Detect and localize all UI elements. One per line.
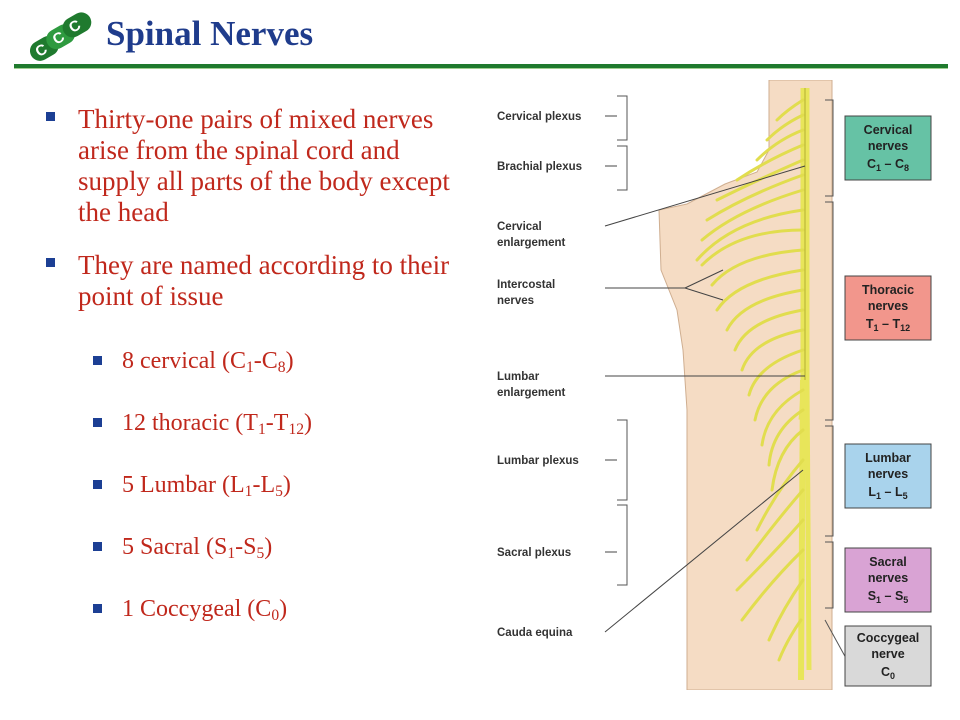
bullet-square-icon xyxy=(93,480,102,489)
svg-text:Cervical: Cervical xyxy=(864,123,913,137)
svg-text:nerves: nerves xyxy=(868,467,908,481)
label-lumbar-enlargement-2: enlargement xyxy=(497,387,566,399)
bullet-item: They are named according to their point … xyxy=(44,250,474,312)
bullet-item: Thirty-one pairs of mixed nerves arise f… xyxy=(44,104,474,228)
svg-text:L1 – L5: L1 – L5 xyxy=(868,485,907,501)
bullet-text: They are named according to their point … xyxy=(78,250,450,311)
label-cervical-enlargement-2: enlargement xyxy=(497,237,566,249)
svg-text:Thoracic: Thoracic xyxy=(862,283,914,297)
svg-text:S1 – S5: S1 – S5 xyxy=(868,589,909,605)
label-cauda-equina: Cauda equina xyxy=(497,627,573,639)
svg-text:nerves: nerves xyxy=(868,139,908,153)
svg-text:T1 – T12: T1 – T12 xyxy=(866,317,910,333)
box-cervical-nerves: Cervical nerves C1 – C8 xyxy=(844,115,932,181)
sub-bullet-label: 5 Sacral xyxy=(122,534,200,560)
svg-text:nerves: nerves xyxy=(868,299,908,313)
sub-bullet-item: 5 Lumbar (L1-L5) xyxy=(92,470,474,500)
label-lumbar-plexus: Lumbar plexus xyxy=(497,455,579,467)
sub-bullet-item: 8 cervical (C1-C8) xyxy=(92,346,474,376)
svg-text:nerve: nerve xyxy=(871,647,904,661)
label-cervical-plexus: Cervical plexus xyxy=(497,111,581,123)
bullet-square-icon xyxy=(93,542,102,551)
sub-bullet-label: 12 thoracic xyxy=(122,410,230,436)
sub-bullet-label: 5 Lumbar xyxy=(122,472,216,498)
label-sacral-plexus: Sacral plexus xyxy=(497,547,571,559)
bullet-square-icon xyxy=(93,418,102,427)
sub-bullet-item: 12 thoracic (T1-T12) xyxy=(92,408,474,438)
svg-text:Lumbar: Lumbar xyxy=(865,451,911,465)
ccc-logo-icon: C C C xyxy=(29,12,92,61)
bullet-square-icon xyxy=(46,258,55,267)
sub-bullet-label: 1 Coccygeal xyxy=(122,596,242,622)
label-brachial-plexus: Brachial plexus xyxy=(497,161,582,173)
label-lumbar-enlargement-1: Lumbar xyxy=(497,371,540,383)
pointer-lines xyxy=(604,115,806,633)
svg-text:C1 – C8: C1 – C8 xyxy=(867,157,909,173)
spinal-nerves-figure: Cervical plexus Brachial plexus Cervical… xyxy=(497,80,932,690)
bullet-square-icon xyxy=(93,604,102,613)
bullet-square-icon xyxy=(46,112,55,121)
title-divider xyxy=(14,64,948,69)
bullet-square-icon xyxy=(93,356,102,365)
label-intercostal-nerves-1: Intercostal xyxy=(497,279,555,291)
svg-text:nerves: nerves xyxy=(868,571,908,585)
box-lumbar-nerves: Lumbar nerves L1 – L5 xyxy=(844,443,932,509)
svg-text:C0: C0 xyxy=(881,665,895,681)
sub-bullet-item: 5 Sacral (S1-S5) xyxy=(92,532,474,562)
box-thoracic-nerves: Thoracic nerves T1 – T12 xyxy=(844,275,932,341)
label-intercostal-nerves-2: nerves xyxy=(497,295,534,307)
right-brackets xyxy=(824,99,848,661)
box-sacral-nerves: Sacral nerves S1 – S5 xyxy=(844,547,932,613)
bullet-text: Thirty-one pairs of mixed nerves arise f… xyxy=(78,104,450,227)
sub-bullet-item: 1 Coccygeal (C0) xyxy=(92,594,474,624)
page-title: Spinal Nerves xyxy=(106,14,314,53)
left-brackets xyxy=(617,95,628,586)
svg-text:Sacral: Sacral xyxy=(869,555,907,569)
bullet-list: Thirty-one pairs of mixed nerves arise f… xyxy=(44,104,474,656)
nerve-branches xyxy=(695,98,805,662)
sub-bullet-label: 8 cervical xyxy=(122,348,216,374)
svg-text:Coccygeal: Coccygeal xyxy=(857,631,920,645)
box-coccygeal-nerve: Coccygeal nerve C0 xyxy=(844,625,932,687)
label-cervical-enlargement-1: Cervical xyxy=(497,221,542,233)
